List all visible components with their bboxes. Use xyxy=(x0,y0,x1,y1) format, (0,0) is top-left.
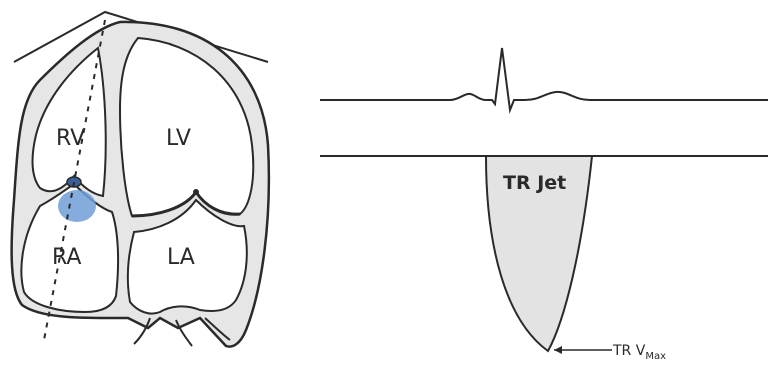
label-la: LA xyxy=(167,245,195,270)
tr-vmax-label-main: TR V xyxy=(612,343,646,359)
label-ra: RA xyxy=(52,245,81,270)
vmax-arrowhead xyxy=(554,346,562,354)
tricuspid-regurgitation-jet xyxy=(58,190,96,222)
ecg-trace xyxy=(320,48,768,110)
label-lv: LV xyxy=(166,126,191,151)
tr-vmax-label-sub: Max xyxy=(645,351,666,362)
tr-vmax-label: TR VMax xyxy=(612,343,666,362)
heart-four-chamber-view: RV LV RA LA xyxy=(12,12,269,347)
tr-jet-label: TR Jet xyxy=(503,172,566,194)
doppler-trace-panel: TR Jet TR VMax xyxy=(320,48,768,362)
mitral-annulus-point xyxy=(193,189,199,195)
label-rv: RV xyxy=(56,126,85,151)
